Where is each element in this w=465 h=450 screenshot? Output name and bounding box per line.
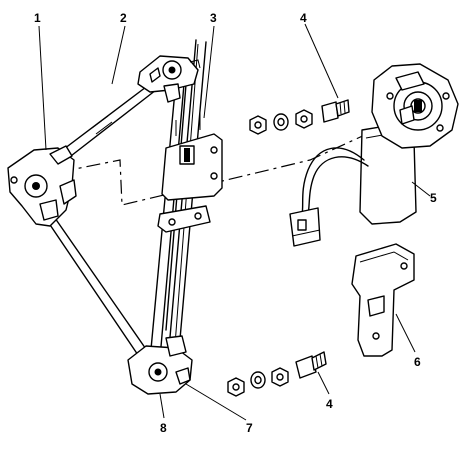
callout-4-lower: 4 (326, 397, 333, 411)
upper-pulley-bracket (137, 55, 201, 103)
lower-pulley-bracket (127, 335, 193, 395)
lower-fastener-set (227, 351, 327, 397)
lower-nut (227, 377, 245, 397)
lower-cable-arm (39, 207, 149, 359)
callout-2: 2 (120, 11, 127, 25)
leader-3 (203, 25, 215, 119)
lower-stud (295, 351, 327, 379)
wire-connector (289, 207, 321, 247)
callout-5: 5 (430, 191, 437, 205)
leader-6 (395, 313, 416, 353)
leader-4b (317, 371, 330, 395)
leader-4a (304, 23, 339, 99)
pivot-bracket (7, 145, 77, 227)
lower-nut-2 (271, 367, 289, 387)
leader-5 (411, 181, 431, 197)
upper-nut-2 (295, 109, 313, 129)
callout-7: 7 (246, 421, 253, 435)
upper-cable-arm (51, 83, 157, 167)
callout-4-upper: 4 (300, 11, 307, 25)
callout-6: 6 (414, 355, 421, 369)
leader-1 (38, 25, 47, 151)
upper-stud (321, 99, 350, 123)
upper-nut (249, 115, 267, 135)
callout-3: 3 (210, 11, 217, 25)
alignment-line (59, 117, 403, 206)
leader-2 (111, 25, 126, 85)
callout-8: 8 (160, 421, 167, 435)
motor-wiring-harness (301, 147, 369, 215)
glass-carrier-bracket (157, 110, 223, 233)
callout-1: 1 (34, 11, 41, 25)
regulator-motor (359, 63, 459, 225)
lower-washer (250, 371, 266, 389)
upper-fastener-set (249, 99, 350, 135)
upper-washer (273, 113, 289, 131)
callouts: 1 2 3 4 5 6 4 7 8 (34, 11, 437, 435)
leader-lines (38, 23, 431, 421)
leader-7 (185, 383, 247, 421)
motor-support-bracket (351, 243, 415, 357)
leader-8 (159, 393, 165, 419)
